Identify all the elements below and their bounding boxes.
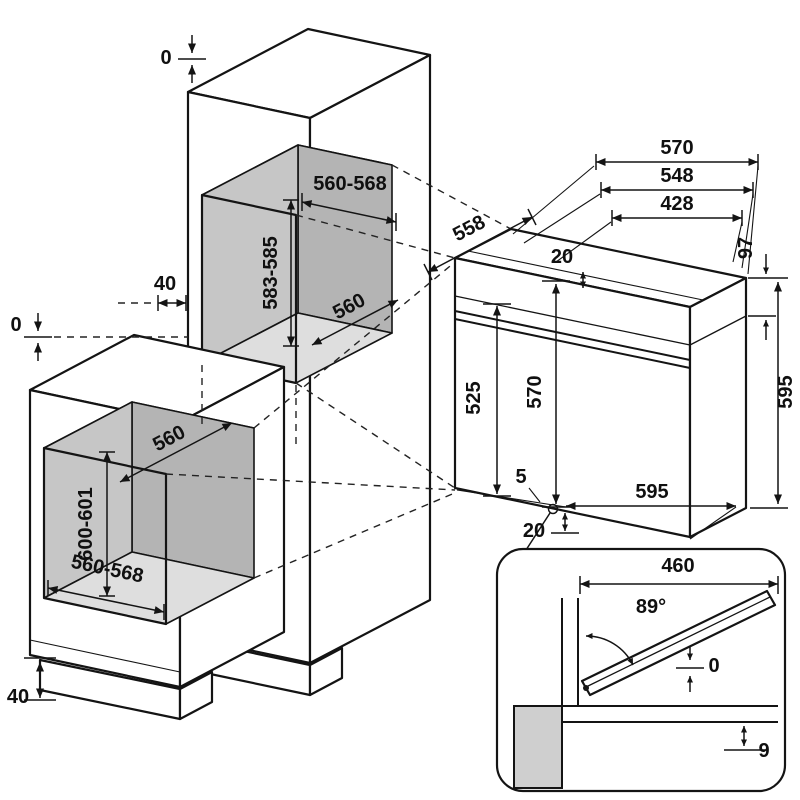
- base-niche-height-label: 600-601: [75, 487, 97, 560]
- dim-door-width-460: [579, 576, 779, 594]
- dim-oven-height-595: [750, 282, 788, 509]
- leader-bottom-gap: [528, 487, 541, 503]
- dash-line: [165, 473, 456, 491]
- niche-back-panel: [131, 401, 255, 579]
- base-plinth-height-label: 40: [7, 686, 29, 708]
- oven-bottom-offset-label: 20: [523, 520, 545, 542]
- inset-hinge-dot: [583, 685, 589, 691]
- oven-niche-depth-label: 558: [449, 211, 489, 246]
- oven-fascia-height-label: 97: [735, 237, 757, 259]
- oven-width-label: 595: [635, 481, 668, 503]
- oven-fascia-line-side: [689, 315, 747, 346]
- oven-depth-body-label: 548: [660, 165, 693, 187]
- dim-base-niche-width: [47, 580, 165, 620]
- dim-tall-side-clearance: [157, 295, 187, 311]
- dim-oven-bottom-20: [551, 513, 579, 534]
- dim-tick: [527, 208, 537, 226]
- oven-depth-total-label: 570: [660, 137, 693, 159]
- dash-line: [253, 491, 458, 579]
- ext-line: [747, 165, 759, 275]
- door-detail-inset: 460 89° 0 9: [495, 547, 787, 793]
- tall-niche-height-label: 583-585: [260, 236, 282, 309]
- dim-base-plinth-height: [24, 657, 56, 701]
- base-top-clearance-label: 0: [10, 314, 21, 336]
- dim-oven-width-595: [456, 489, 737, 540]
- dim-oven-depth-548: [523, 182, 754, 269]
- inset-angle-arc: [585, 632, 634, 666]
- dim-oven-depth-428: [555, 210, 743, 263]
- dash-line: [295, 382, 456, 489]
- oven-height-label: 595: [775, 375, 797, 408]
- door-angle-label: 89°: [636, 596, 666, 618]
- oven-top-gap-label: 20: [551, 246, 573, 268]
- dim-tall-niche-width: [301, 193, 397, 231]
- tall-niche-width-label: 560-568: [313, 173, 386, 195]
- oven-depth-recess-label: 428: [660, 193, 693, 215]
- dim-plinth-gap-9: [724, 726, 768, 751]
- dash-line: [391, 164, 512, 230]
- dim-line: [47, 586, 165, 614]
- ext-line: [741, 193, 754, 269]
- base-cabinet-plinth-side: [178, 670, 214, 721]
- ext-line: [523, 193, 601, 244]
- dash-line: [253, 261, 456, 429]
- dim-tall-niche-depth: [311, 299, 399, 346]
- door-width-label: 460: [661, 555, 694, 577]
- oven-right-face: [688, 276, 748, 539]
- dim-base-niche-depth: [119, 422, 233, 483]
- ext-line: [689, 506, 737, 540]
- oven-front-height-label: 570: [524, 375, 546, 408]
- dim-oven-fascia-97: [748, 254, 788, 340]
- inset-plinth-block: [513, 705, 563, 789]
- ext-line: [732, 221, 743, 263]
- dim-door-gap-zero: [676, 646, 704, 692]
- oven-bottom-gap-label: 5: [515, 466, 526, 488]
- dimensions: [24, 35, 788, 701]
- plinth-gap-label: 9: [758, 740, 769, 762]
- dim-tall-top-clearance: [178, 35, 206, 83]
- ext-line: [555, 221, 612, 263]
- dim-tall-niche-height: [283, 199, 299, 347]
- dim-oven-niche-depth-558: [423, 208, 537, 281]
- projection-lines: [54, 164, 512, 579]
- dim-line: [301, 200, 397, 224]
- ext-line: [456, 489, 567, 508]
- base-cabinet-front-divider: [29, 639, 181, 673]
- oven-door-height-label: 525: [463, 381, 485, 414]
- dim-base-top-clearance: [24, 313, 52, 361]
- dim-line: [427, 216, 533, 273]
- door-gap-zero-label: 0: [708, 655, 719, 677]
- oven: [453, 227, 748, 539]
- tall-cabinet-plinth-side: [308, 646, 344, 697]
- tall-top-clearance-label: 0: [160, 47, 171, 69]
- dim-tick: [423, 263, 433, 281]
- inset-door-inner-line: [585, 596, 771, 688]
- tall-side-clearance-label: 40: [154, 273, 176, 295]
